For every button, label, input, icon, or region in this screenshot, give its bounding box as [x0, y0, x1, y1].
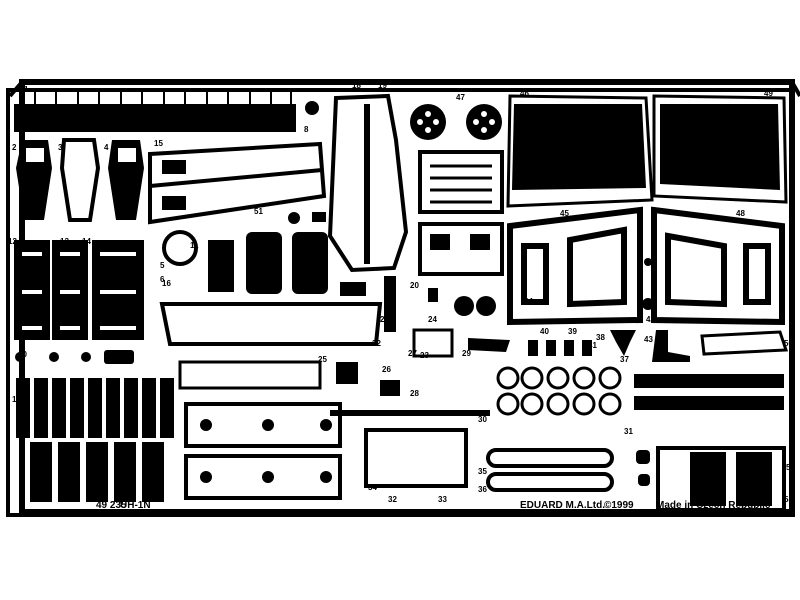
part-number-label: 31 — [624, 427, 633, 436]
part-number-label: 45 — [560, 209, 569, 218]
part-number-label: 5 — [160, 261, 165, 270]
part-number-label: 17 — [12, 395, 21, 404]
part-number-label: 46 — [520, 89, 529, 98]
part-number-label: 39 — [568, 327, 577, 336]
plates — [178, 360, 342, 500]
part-number-label: 2 — [12, 143, 17, 152]
origin-text: Made in Czech Republic — [656, 500, 771, 511]
model-name: UH-1N — [120, 500, 151, 511]
louvered-panel — [418, 150, 504, 276]
part-number-label: 10 — [18, 350, 27, 359]
rails — [364, 428, 614, 492]
part-number-label: 51 — [254, 207, 263, 216]
part-number-label: 24 — [428, 315, 437, 324]
part-number-label: 18 — [352, 81, 361, 90]
part-number-label: 29 — [462, 349, 471, 358]
part-number-label: 7 — [226, 275, 231, 284]
door-frames — [507, 206, 785, 326]
part-number-label: 42 — [646, 315, 655, 324]
part-number-label: 1 — [24, 85, 29, 94]
part-number-label: 49 — [764, 89, 773, 98]
part-number-label: 23 — [420, 351, 429, 360]
part-number-label: 37 — [620, 355, 629, 364]
part-number-label: 6 — [160, 275, 165, 284]
tapered-panel — [148, 141, 327, 225]
manufacturer-mark: EDUARD M.A.Ltd. — [520, 500, 605, 511]
part-number-label: 50 — [784, 339, 793, 348]
part-number-label: 27 — [408, 349, 417, 358]
part-number-label: 26 — [382, 365, 391, 374]
product-code: 49 235 — [96, 500, 127, 511]
part-number-label: 43 — [644, 335, 653, 344]
part-number-label: 14 — [82, 237, 91, 246]
part-number-label: 47 — [456, 93, 465, 102]
part-number-label: 9 — [26, 297, 31, 306]
part-number-label: 12 — [8, 237, 17, 246]
part-number-label: 44 — [524, 297, 533, 306]
part-number-label: 52 — [786, 463, 795, 472]
part-number-label: 34 — [368, 483, 377, 492]
part-number-label: 22 — [372, 339, 381, 348]
part-number-label: 21 — [380, 315, 389, 324]
part-number-label: 16 — [162, 279, 171, 288]
top-strip — [14, 92, 319, 132]
part-number-label: 13 — [60, 237, 69, 246]
part-number-label: 19 — [378, 81, 387, 90]
part-number-label: 53 — [784, 495, 793, 504]
part-number-label: 8 — [304, 125, 309, 134]
part-number-label: 48 — [736, 209, 745, 218]
part-number-label: 36 — [478, 485, 487, 494]
part-number-label: 30 — [478, 415, 487, 424]
part-number-label: 40 — [540, 327, 549, 336]
seat-backs — [208, 232, 328, 294]
part-number-label: 32 — [388, 495, 397, 504]
part-number-label: 33 — [438, 495, 447, 504]
strip-rows — [16, 378, 174, 502]
part-number-label: 11 — [190, 241, 199, 250]
floor-plate — [159, 230, 383, 346]
part-number-label: 28 — [410, 389, 419, 398]
round-vents — [410, 104, 502, 140]
wheels — [496, 366, 622, 416]
pedal-parts — [16, 138, 144, 222]
copyright-mark: ©1999 — [604, 500, 634, 511]
part-number-label: 25 — [318, 355, 327, 364]
part-number-label: 4 — [104, 143, 109, 152]
part-number-label: 38 — [596, 333, 605, 342]
part-number-label: 20 — [410, 281, 419, 290]
side-panels — [14, 240, 144, 340]
door-piece — [327, 93, 409, 273]
part-number-label: 35 — [478, 467, 487, 476]
part-number-label: 41 — [588, 341, 597, 350]
part-number-label: 3 — [58, 143, 63, 152]
handles — [610, 330, 789, 362]
windows — [506, 94, 788, 208]
small-parts — [15, 212, 654, 486]
part-number-label: 15 — [154, 139, 163, 148]
grilles — [634, 374, 786, 512]
